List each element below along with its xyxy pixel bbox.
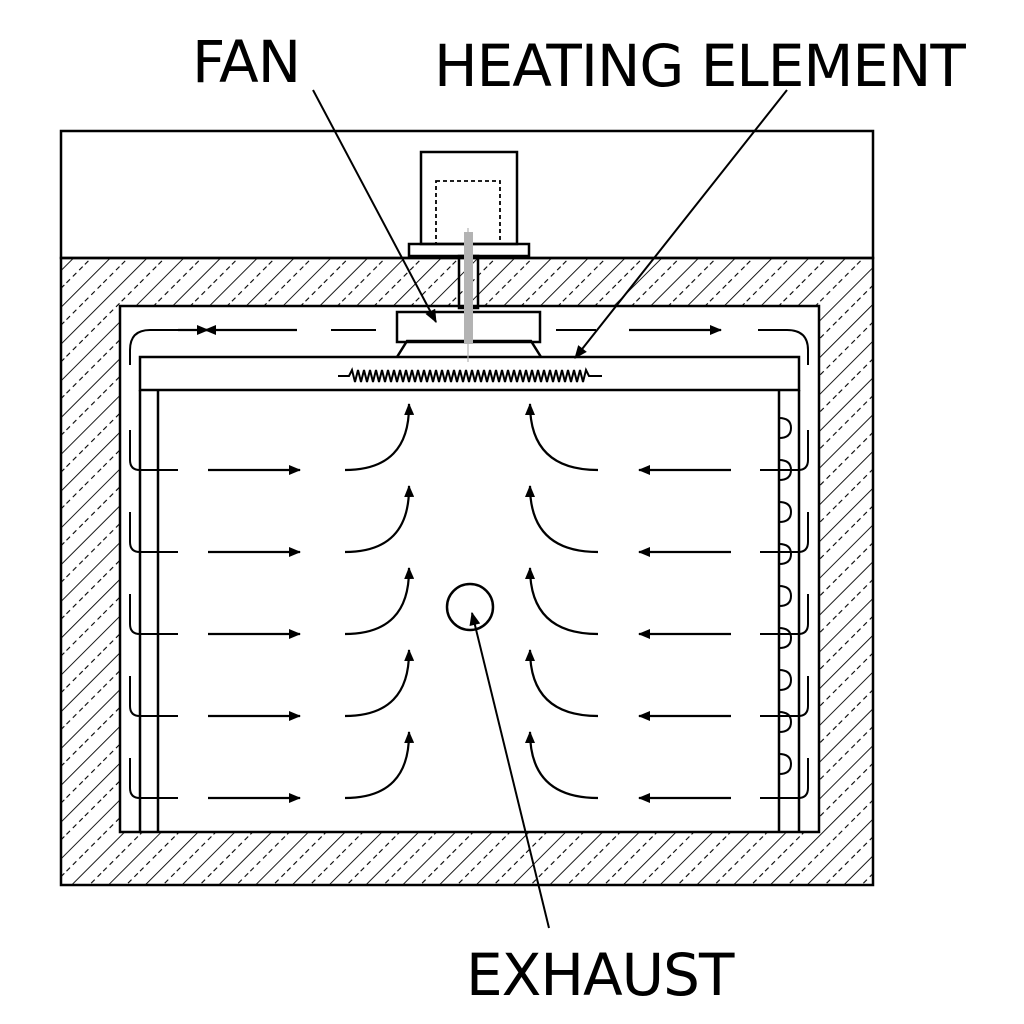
left-upflow-arrow [344, 403, 415, 472]
fan-label: FAN [192, 28, 300, 96]
left-inlet-curve [129, 676, 178, 717]
right-vent-flap [778, 711, 793, 733]
right-upflow-arrow [525, 567, 599, 636]
left-upflow-arrow [344, 485, 415, 554]
left-upflow-arrow [344, 731, 415, 800]
left-inlet-curve [129, 512, 178, 553]
right-inlet-curve [760, 676, 809, 717]
exhaust-port [445, 582, 495, 632]
insulation-walls [59, 256, 875, 887]
right-upflow-arrow [525, 731, 599, 800]
right-inlet-curve [760, 430, 809, 471]
baffle-plate [138, 339, 801, 392]
right-inlet-curve [760, 594, 809, 635]
right-vent-flap [778, 753, 793, 775]
right-vent-flap [778, 417, 793, 439]
right-vent-flap [778, 543, 793, 565]
right-upflow-arrow [525, 403, 599, 472]
left-inlet-curve [129, 430, 178, 471]
side-ducts [138, 390, 801, 832]
right-inlet-curve [760, 758, 809, 799]
chamber-airflow [129, 403, 809, 803]
top-airflow [129, 325, 809, 365]
right-vent-flap [778, 501, 793, 523]
heating-element-label: HEATING ELEMENT [434, 32, 966, 100]
right-upflow-arrow [525, 649, 599, 718]
exhaust-label: EXHAUST [466, 941, 735, 1009]
left-inlet-curve [129, 594, 178, 635]
heating-element [338, 367, 602, 383]
right-vent-flap [778, 585, 793, 607]
right-inlet-curve [760, 512, 809, 553]
left-upflow-arrow [344, 567, 415, 636]
right-upflow-arrow [525, 485, 599, 554]
oven-chamber [118, 304, 821, 834]
right-duct-vents [778, 417, 793, 775]
right-vent-flap [778, 669, 793, 691]
left-upflow-arrow [344, 649, 415, 718]
left-inlet-curve [129, 758, 178, 799]
fan-shaft [464, 228, 473, 362]
right-vent-flap [778, 627, 793, 649]
leader-lines [312, 89, 788, 929]
